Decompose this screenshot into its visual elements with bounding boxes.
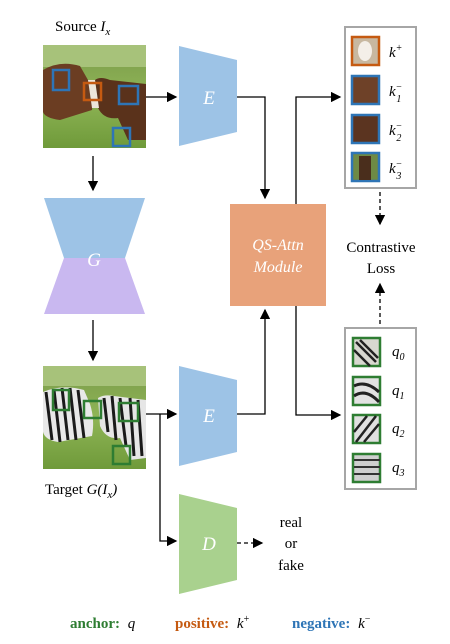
legend-anchor: anchor: q xyxy=(70,616,136,632)
real-or-fake-line3: fake xyxy=(278,558,304,574)
positive-patch-box xyxy=(82,81,103,102)
legend-positive-sym: k xyxy=(237,616,244,632)
keys-panel: k+ k−1 k−2 k−3 xyxy=(344,26,417,189)
qs-module-line2: Module xyxy=(253,259,303,276)
arrow-target-to-discriminator xyxy=(159,414,178,547)
encoder-bottom: E xyxy=(179,366,237,466)
real-or-fake-line1: real xyxy=(280,515,302,531)
key-label-0: k+ xyxy=(389,43,402,61)
generator: G xyxy=(44,198,145,314)
key-negative-patch-1 xyxy=(350,74,381,106)
query-label-1: q1 xyxy=(392,383,405,402)
arrow-encoder-top-to-qs xyxy=(237,96,271,200)
legend-negative-label: negative: xyxy=(292,616,350,632)
encoder-top-label: E xyxy=(202,88,215,109)
query-label-0: q0 xyxy=(392,344,405,363)
generator-top-shape xyxy=(44,198,145,258)
anchor-patch-box xyxy=(82,399,103,420)
discriminator-shape xyxy=(179,494,237,594)
contrastive-loss-line2: Loss xyxy=(367,261,396,277)
queries-panel: q0 q1 q2 q3 xyxy=(344,327,417,490)
contrastive-loss-line1: Contrastive xyxy=(346,240,415,256)
generator-label: G xyxy=(87,250,101,271)
anchor-patch-box xyxy=(117,401,140,423)
key-negative-patch-2 xyxy=(350,113,381,145)
query-stripes-1 xyxy=(353,382,381,404)
encoder-bottom-label: E xyxy=(202,406,215,427)
query-patch-1 xyxy=(351,375,382,407)
anchor-patch-box xyxy=(51,388,71,412)
query-stripes-2 xyxy=(353,415,380,443)
qs-module-box xyxy=(230,204,326,306)
generator-bottom-shape xyxy=(44,258,145,314)
key-label-2: k−2 xyxy=(389,121,402,144)
legend-negative: negative: k− xyxy=(292,614,371,632)
negative-patch-box xyxy=(111,126,132,148)
key-negative-patch-3-content xyxy=(359,156,371,180)
legend-anchor-sym: q xyxy=(128,616,136,632)
target-label: Target G(Ix) xyxy=(45,482,117,501)
qs-module-line1: QS-Attn xyxy=(252,237,304,254)
discriminator-label: D xyxy=(201,534,216,555)
legend-negative-sym: k xyxy=(358,616,365,632)
query-label-2: q2 xyxy=(392,421,405,440)
query-stripes-3 xyxy=(354,459,380,475)
legend-positive-label: positive: xyxy=(175,616,229,632)
query-label-3: q3 xyxy=(392,460,405,479)
qs-attn-module: QS-Attn Module xyxy=(230,204,326,306)
arrow-qs-to-keys xyxy=(295,91,342,204)
key-label-3: k−3 xyxy=(389,159,402,182)
legend-anchor-label: anchor: xyxy=(70,616,120,632)
key-positive-patch-content xyxy=(358,41,372,61)
source-label: Source Ix xyxy=(55,19,110,38)
source-image xyxy=(43,45,146,148)
key-label-1: k−1 xyxy=(389,82,402,105)
encoder-top: E xyxy=(179,46,237,146)
target-image xyxy=(43,366,146,469)
arrow-qs-to-queries xyxy=(295,306,342,421)
negative-patch-box xyxy=(51,68,71,92)
anchor-patch-box xyxy=(111,444,132,466)
query-stripes-0 xyxy=(353,339,379,367)
encoder-bottom-shape xyxy=(179,366,237,466)
legend: anchor: q positive: k+ negative: k− xyxy=(70,614,371,632)
discriminator: D xyxy=(179,494,237,594)
legend-positive: positive: k+ xyxy=(175,614,250,632)
arrow-encoder-bottom-to-qs xyxy=(237,308,271,415)
negative-patch-box xyxy=(117,84,140,106)
encoder-top-shape xyxy=(179,46,237,146)
real-or-fake-line2: or xyxy=(285,536,298,552)
